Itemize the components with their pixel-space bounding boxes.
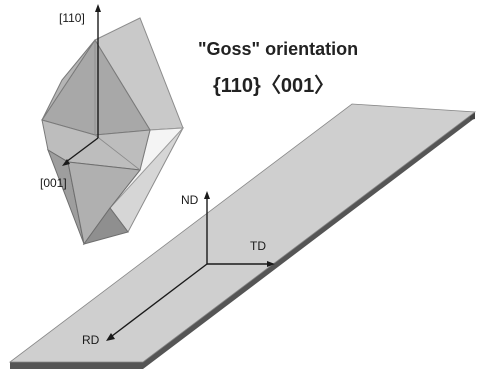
crystal-axis-001: [65, 137, 99, 163]
sheet-axes: ND TD RD: [82, 191, 275, 347]
nd-axis-arrowhead: [204, 191, 210, 199]
miller-indices-label: {110}〈001〉: [213, 74, 334, 97]
rolled-sheet: [8, 103, 477, 369]
rd-axis: [111, 263, 208, 337]
orientation-title: "Goss" orientation: [198, 39, 358, 59]
td-axis-label: TD: [250, 239, 266, 253]
crystal-face-far-left: [41, 39, 96, 121]
crystal-axis-110-label: [110]: [59, 11, 85, 25]
rd-axis-label: RD: [82, 333, 100, 347]
crystal-axis-110-arrowhead: [95, 4, 101, 12]
crystal-axis-001-arrowhead: [62, 159, 70, 166]
sheet-top-face: [8, 103, 477, 363]
crystal-axes: [110] [001]: [40, 4, 101, 190]
crystal-dodecahedron: [41, 17, 185, 246]
crystal-face-bottom: [82, 207, 129, 245]
crystal-inner-edge: [94, 134, 141, 171]
crystal-axis-001-label: [001]: [40, 176, 67, 190]
rd-axis-arrowhead: [106, 333, 115, 341]
nd-axis-label: ND: [181, 193, 199, 207]
td-axis-arrowhead: [267, 261, 275, 267]
